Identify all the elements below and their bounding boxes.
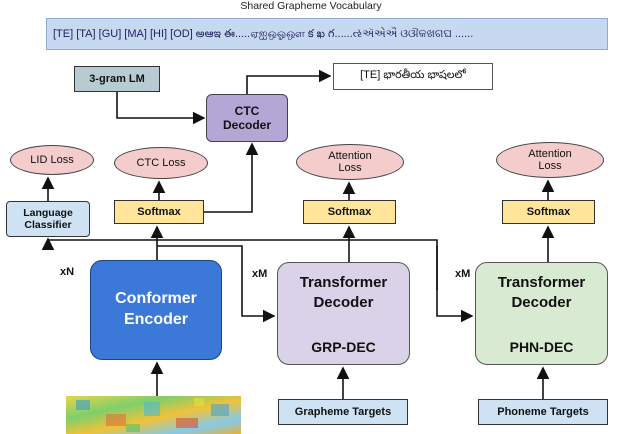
attention-loss-label-2: Loss: [538, 160, 562, 172]
decoder-label-2: Decoder: [313, 293, 374, 311]
spectrogram-image: [66, 396, 241, 434]
softmax-box-phn: Softmax: [502, 200, 595, 224]
output-example-box: [TE] భారతీయ భాషలలో: [333, 63, 493, 90]
softmax-box-ctc: Softmax: [114, 200, 204, 224]
grapheme-targets-box: Grapheme Targets: [278, 399, 408, 425]
line-encoder-classifier: [47, 239, 157, 241]
decoder-label-1: Transformer: [497, 274, 586, 291]
phoneme-decoder-box: Transformer Decoder PHN-DEC: [475, 262, 608, 365]
conformer-encoder-box: Conformer Encoder: [90, 260, 222, 360]
arrow-encoder-phn-dec: [436, 246, 474, 323]
attention-loss-label-1: Attention: [328, 149, 372, 162]
attention-loss-oval-grp: Attention Loss: [296, 144, 404, 180]
grp-dec-repeat-label: xM: [252, 268, 268, 280]
lid-loss-oval: LID Loss: [10, 145, 94, 175]
phn-dec-repeat-label: xM: [455, 268, 471, 280]
arrow-encoder-grp-dec: [157, 245, 276, 323]
arrow-lm-to-ctc: [116, 92, 206, 125]
ctc-decoder-label-1: CTC: [234, 103, 260, 118]
ctc-decoder-label-2: Decoder: [222, 118, 272, 132]
language-classifier-label-1: Language: [23, 206, 73, 219]
attention-loss-oval-phn: Attention Loss: [496, 142, 604, 178]
encoder-repeat-label: xN: [60, 266, 75, 278]
decoder-label-1: Transformer: [299, 274, 388, 291]
grp-dec-tag: GRP-DEC: [311, 338, 376, 355]
ctc-loss-oval: CTC Loss: [114, 147, 208, 179]
language-classifier-box: Language Classifier: [6, 201, 90, 237]
decoder-label-2: Decoder: [511, 293, 572, 311]
vocab-box: [TE] [TA] [GU] [MA] [HI] [OD] అఆఇ ఈ.....…: [46, 18, 608, 50]
phoneme-targets-box: Phoneme Targets: [478, 399, 608, 425]
attention-loss-label-2: Loss: [338, 162, 362, 174]
phn-dec-tag: PHN-DEC: [509, 338, 574, 355]
encoder-label-2: Encoder: [123, 311, 188, 328]
language-model-box: 3-gram LM: [74, 66, 160, 92]
grapheme-decoder-box: Transformer Decoder GRP-DEC: [277, 262, 410, 365]
encoder-label-1: Conformer: [115, 290, 197, 308]
arrow-softmax-ctc-decoder: [204, 142, 259, 213]
language-classifier-label-2: Classifier: [24, 219, 72, 231]
softmax-box-grp: Softmax: [303, 200, 396, 224]
vocab-title: Shared Grapheme Vocabulary: [240, 0, 382, 12]
attention-loss-label-1: Attention: [528, 147, 572, 160]
arrow-ctc-to-output: [246, 69, 332, 94]
ctc-decoder-box: CTC Decoder: [206, 94, 288, 142]
